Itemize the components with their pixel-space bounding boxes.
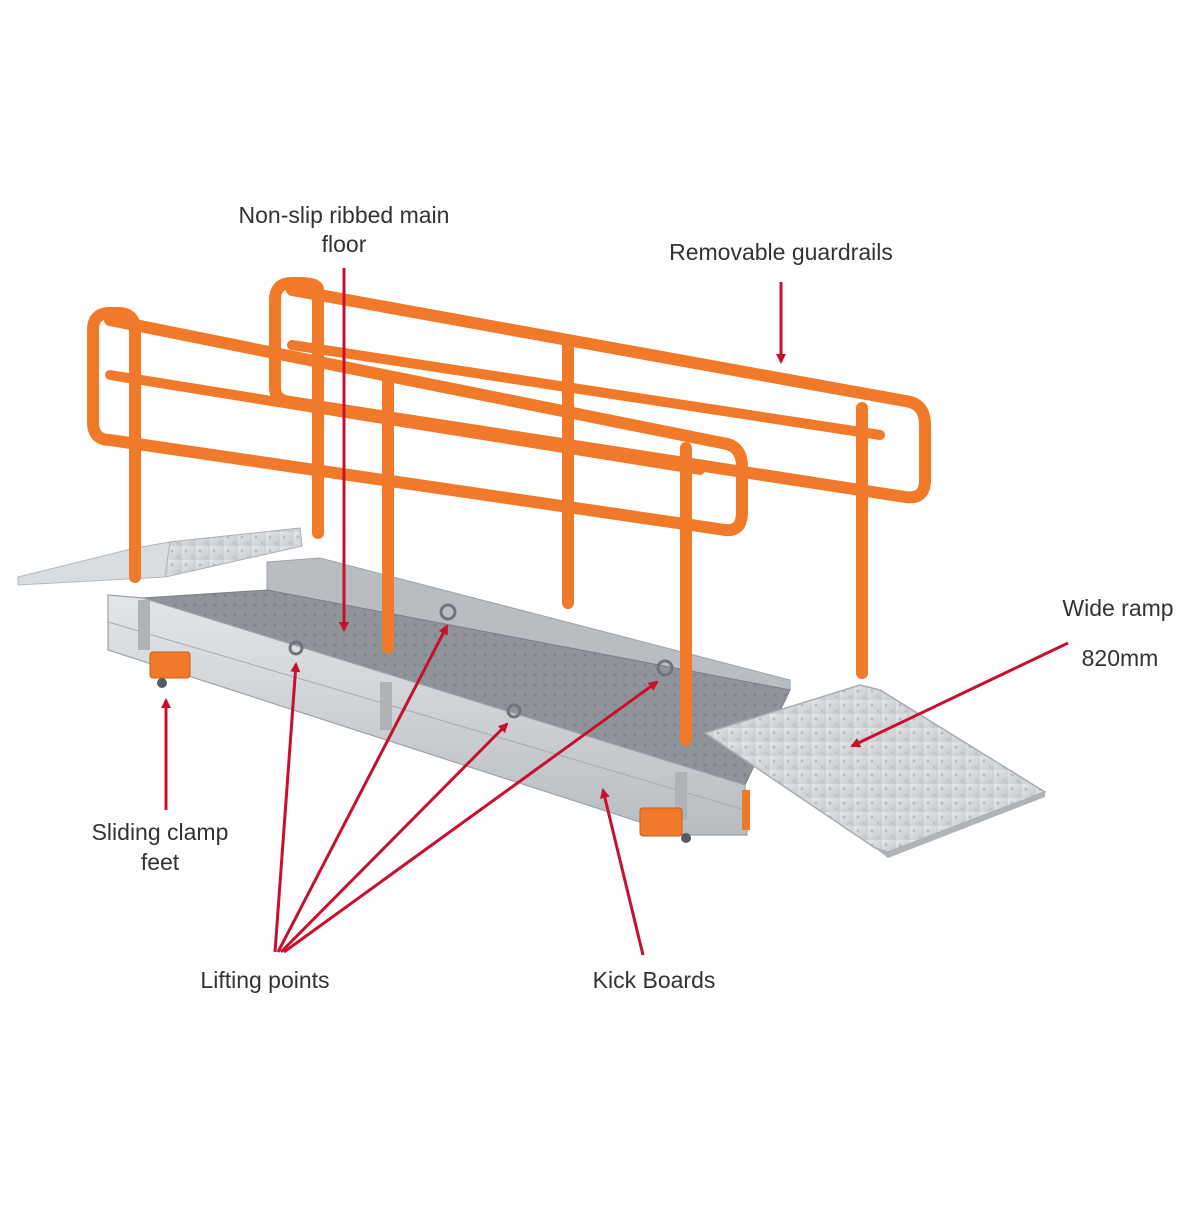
floor-label-line1: Non-slip ribbed main — [239, 202, 450, 228]
callout-labels: Non-slip ribbed main floor Removable gua… — [92, 202, 1174, 993]
kick-arrow — [600, 788, 645, 956]
ramp-label-line2: 820mm — [1082, 645, 1159, 671]
clamp-label-line2: feet — [141, 849, 180, 875]
guardrails-label: Removable guardrails — [669, 239, 893, 265]
rear-ramp — [17, 527, 303, 586]
lifting-arrow-2 — [276, 624, 449, 953]
callout-arrows — [161, 268, 1069, 956]
lifting-arrow-1 — [273, 662, 301, 953]
floor-label-line2: floor — [322, 231, 367, 257]
kick-label: Kick Boards — [593, 967, 716, 993]
lifting-arrow-4 — [283, 680, 659, 954]
clamp-label-line1: Sliding clamp — [92, 819, 229, 845]
ramp-label-line1: Wide ramp — [1062, 595, 1173, 621]
platform-deck — [107, 557, 791, 836]
lifting-label: Lifting points — [200, 967, 329, 993]
ramp-arrow — [850, 641, 1069, 748]
lifting-arrow-3 — [279, 722, 509, 954]
clamp-feet — [149, 651, 691, 843]
wide-ramp — [703, 684, 1047, 858]
front-guardrail — [87, 307, 748, 746]
